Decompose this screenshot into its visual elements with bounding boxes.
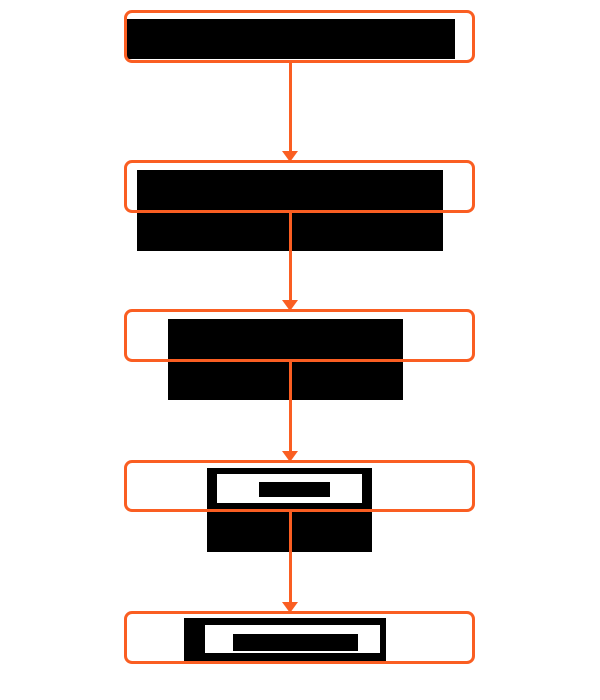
arrowhead-down-icon-node-2 xyxy=(282,151,298,162)
flow-node-5 xyxy=(124,611,475,664)
redaction-block xyxy=(259,482,330,497)
arrowhead-down-icon-node-5 xyxy=(282,602,298,613)
flow-node-4 xyxy=(124,460,475,512)
flow-node-2 xyxy=(124,160,475,213)
arrow-line-node-4-to-node-5 xyxy=(289,511,292,607)
arrowhead-down-icon-node-4 xyxy=(282,451,298,462)
flow-node-3 xyxy=(124,309,475,362)
redaction-block xyxy=(233,634,358,651)
arrowhead-down-icon-node-3 xyxy=(282,300,298,311)
arrow-line-node-1-to-node-2 xyxy=(289,62,292,156)
arrow-line-node-3-to-node-4 xyxy=(289,361,292,456)
redaction-block xyxy=(127,19,455,59)
arrow-line-node-2-to-node-3 xyxy=(289,212,292,305)
flow-node-1 xyxy=(124,10,475,63)
